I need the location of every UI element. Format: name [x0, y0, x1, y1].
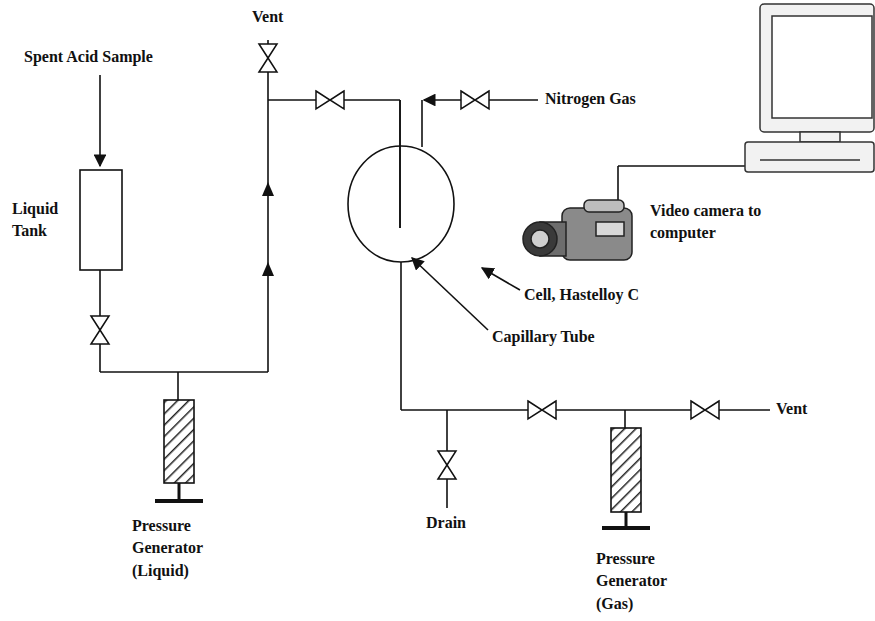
- cell-label: Cell, Hastelloy C: [524, 284, 639, 306]
- tank-label: Liquid Tank: [12, 198, 74, 243]
- capillary-label: Capillary Tube: [492, 326, 595, 348]
- generator-label: Pressure Generator (Liquid): [132, 515, 224, 582]
- vent-label: Vent: [252, 6, 283, 28]
- gas-inlet-label: Nitrogen Gas: [545, 88, 636, 110]
- vent-label: Vent: [776, 398, 807, 420]
- generator-label: Pressure Generator (Gas): [596, 548, 688, 615]
- camera-label: Video camera to computer: [650, 200, 790, 245]
- drain-label: Drain: [426, 512, 466, 534]
- sample-label: Spent Acid Sample: [24, 46, 153, 68]
